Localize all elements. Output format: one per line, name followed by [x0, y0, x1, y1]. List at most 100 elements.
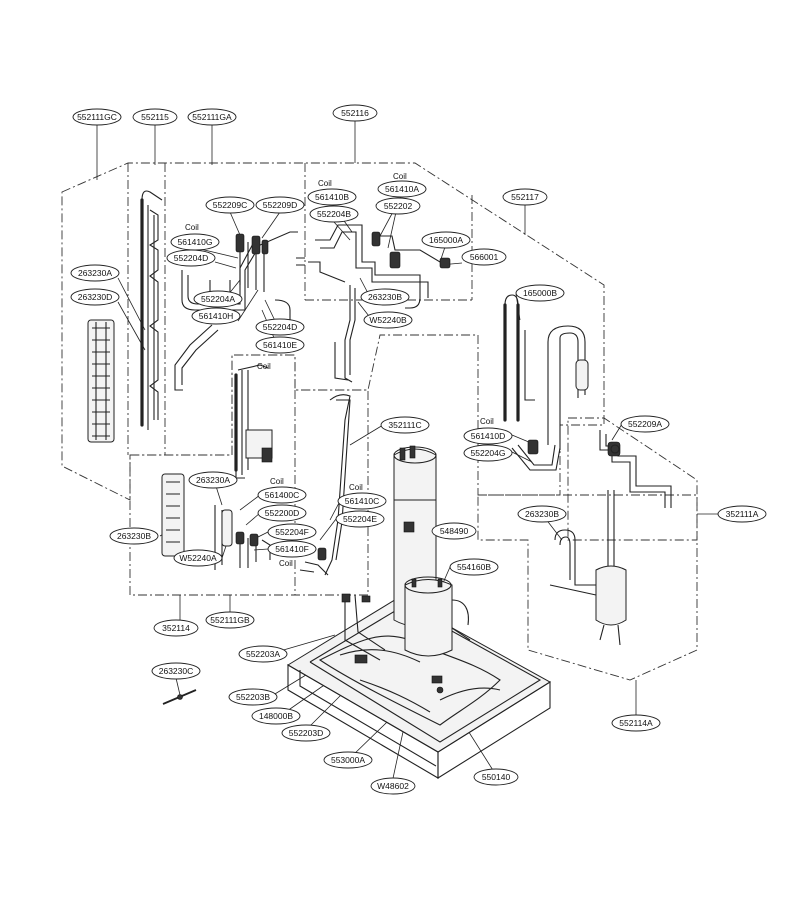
callout-553000a: 553000A: [323, 751, 373, 769]
svg-text:263230A: 263230A: [78, 268, 112, 278]
svg-text:552204B: 552204B: [317, 209, 351, 219]
svg-text:263230B: 263230B: [117, 531, 151, 541]
svg-text:552204A: 552204A: [201, 294, 235, 304]
svg-text:165000A: 165000A: [429, 235, 463, 245]
svg-text:552203D: 552203D: [289, 728, 324, 738]
callout-552111gc: 552111GC: [72, 108, 122, 126]
coil-note-2: Coil: [318, 179, 332, 188]
svg-text:552111GC: 552111GC: [77, 112, 117, 122]
piping-lower-right: [549, 490, 627, 646]
boundary-lower-left: [129, 354, 369, 596]
callout-561410h: 561410H: [191, 307, 241, 325]
callout-561410f: 561410F: [267, 540, 317, 558]
svg-text:561410F: 561410F: [275, 544, 309, 554]
svg-text:552202: 552202: [384, 201, 413, 211]
callout-552209d: 552209D: [255, 196, 305, 214]
callout-552202: 552202: [375, 197, 421, 215]
svg-text:263230A: 263230A: [196, 475, 230, 485]
svg-text:561410E: 561410E: [263, 340, 297, 350]
svg-text:561410C: 561410C: [345, 496, 380, 506]
callout-552204f: 552204F: [267, 523, 317, 541]
callout-w52240b: W52240B: [363, 311, 413, 329]
callout-263230b-left: 263230B: [109, 527, 159, 545]
svg-text:W48602: W48602: [377, 781, 409, 791]
svg-text:552204E: 552204E: [343, 514, 377, 524]
piping-mid-vertical: [299, 394, 351, 576]
svg-text:W52240B: W52240B: [369, 315, 407, 325]
boundary-right-a: [567, 417, 698, 541]
svg-text:552209C: 552209C: [213, 200, 248, 210]
svg-text:552204G: 552204G: [471, 448, 506, 458]
callout-552111ga: 552111GA: [187, 108, 237, 126]
base-pan: [287, 597, 551, 779]
svg-text:552117: 552117: [511, 192, 539, 202]
piping-upper-mid: [174, 231, 305, 391]
boundary-upper-left: [61, 162, 605, 501]
coil-note-8: Coil: [279, 559, 293, 568]
callout-550140: 550140: [473, 768, 519, 786]
callout-552209c: 552209C: [205, 196, 255, 214]
svg-text:352114: 352114: [162, 623, 190, 633]
callout-552204g: 552204G: [463, 444, 513, 462]
terminal-block: [354, 654, 368, 664]
callout-552203b: 552203B: [228, 688, 278, 706]
svg-text:552114A: 552114A: [619, 718, 653, 728]
callout-552203a: 552203A: [238, 645, 288, 663]
callout-552203d: 552203D: [281, 724, 331, 742]
callout-w52240a: W52240A: [173, 549, 223, 567]
piping-lower-mid: [234, 364, 273, 479]
coil-note-1: Coil: [185, 223, 199, 232]
coil-annotations: Coil Coil Coil Coil Coil Coil Coil Coil: [185, 172, 494, 568]
callout-263230a-left: 263230A: [70, 264, 120, 282]
svg-text:552203A: 552203A: [246, 649, 280, 659]
callout-263230a-low: 263230A: [188, 471, 238, 489]
callout-352114: 352114: [153, 619, 199, 637]
callout-561410d: 561410D: [463, 427, 513, 445]
callout-352111a: 352111A: [717, 505, 767, 523]
valve-552209d: [251, 235, 261, 255]
callout-352111c: 352111C: [380, 416, 430, 434]
receiver-tank: [595, 565, 627, 626]
coil-note-5: Coil: [480, 417, 494, 426]
bracket-548490: [403, 521, 415, 533]
coil-note-4: Coil: [257, 362, 271, 371]
svg-text:263230B: 263230B: [368, 292, 402, 302]
callout-566001: 566001: [461, 248, 507, 266]
svg-text:548490: 548490: [440, 526, 469, 536]
svg-text:552204D: 552204D: [263, 322, 298, 332]
callout-263230b-right: 263230B: [517, 505, 567, 523]
callout-552209a: 552209A: [620, 415, 670, 433]
part-263230c: [162, 689, 197, 705]
callout-165000b: 165000B: [515, 284, 565, 302]
svg-text:553000A: 553000A: [331, 755, 365, 765]
svg-text:561400C: 561400C: [265, 490, 300, 500]
coil-note-7: Coil: [349, 483, 363, 492]
callout-554160b: 554160B: [449, 558, 499, 576]
callout-552200d: 552200D: [257, 504, 307, 522]
callout-552117: 552117: [502, 188, 548, 206]
callout-561410c: 561410C: [337, 492, 387, 510]
callout-552204d-mid: 552204D: [255, 318, 305, 336]
svg-text:566001: 566001: [470, 252, 499, 262]
callout-148000b: 148000B: [251, 707, 301, 725]
callout-552111gb: 552111GB: [205, 611, 255, 629]
piping-lower-left: [161, 473, 271, 570]
svg-text:552204F: 552204F: [275, 527, 309, 537]
callout-561410a: 561410A: [377, 180, 427, 198]
piping-right: [503, 294, 589, 471]
svg-text:561410A: 561410A: [385, 184, 419, 194]
callout-labels: 552116 552111GC 552115 552111GA 552117 5…: [70, 104, 767, 795]
piping-upper-right: [308, 224, 451, 383]
boundary-right-b: [477, 494, 698, 681]
callout-561410b: 561410B: [307, 188, 357, 206]
svg-text:263230C: 263230C: [159, 666, 194, 676]
svg-text:561410D: 561410D: [471, 431, 506, 441]
svg-text:554160B: 554160B: [457, 562, 491, 572]
svg-text:263230D: 263230D: [78, 292, 113, 302]
valve-552209c: [235, 233, 245, 253]
callout-552114a: 552114A: [611, 714, 661, 732]
svg-text:352111A: 352111A: [726, 509, 759, 519]
strainer-165000b: [575, 359, 589, 391]
